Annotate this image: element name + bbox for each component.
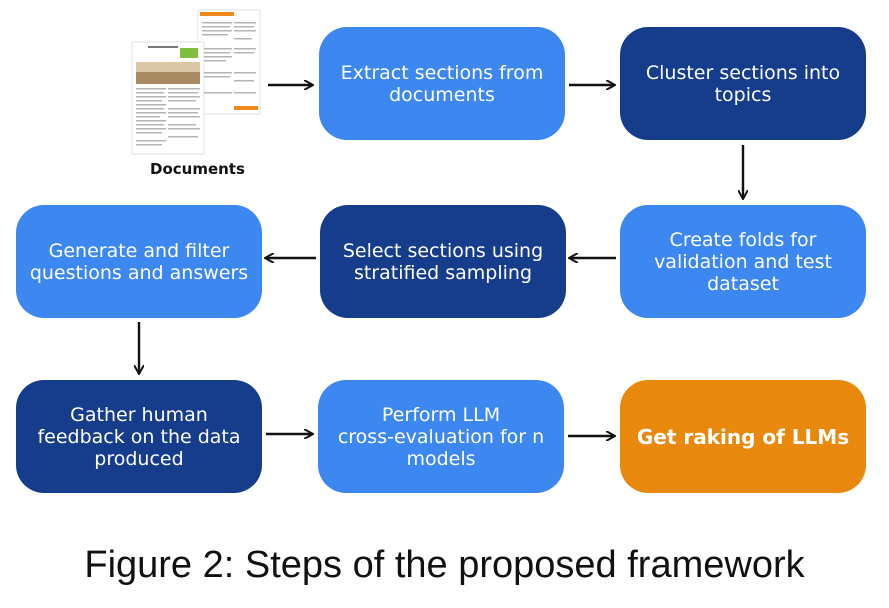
step-label: Extract sections from documents bbox=[340, 61, 544, 106]
step-gather-feedback: Gather human feedback on the data produc… bbox=[16, 380, 262, 493]
step-label: Cluster sections into topics bbox=[645, 61, 841, 106]
step-cluster-sections: Cluster sections into topics bbox=[620, 27, 866, 140]
step-cross-evaluation: Perform LLM cross-evaluation for n model… bbox=[318, 380, 564, 493]
step-get-ranking: Get raking of LLMs bbox=[620, 380, 866, 493]
step-label: Get raking of LLMs bbox=[636, 424, 850, 449]
figure-caption: Figure 2: Steps of the proposed framewor… bbox=[84, 544, 805, 586]
step-select-sections: Select sections using stratified samplin… bbox=[320, 205, 566, 318]
step-create-folds: Create folds for validation and test dat… bbox=[620, 205, 866, 318]
step-label: Create folds for validation and test dat… bbox=[654, 228, 832, 295]
step-label: Perform LLM cross-evaluation for n model… bbox=[337, 403, 545, 470]
documents-label: Documents bbox=[150, 160, 245, 178]
step-label: Generate and filter questions and answer… bbox=[29, 239, 249, 284]
documents-thumbnail-image bbox=[131, 9, 261, 155]
step-label: Gather human feedback on the data produc… bbox=[37, 403, 241, 470]
step-label: Select sections using stratified samplin… bbox=[342, 239, 544, 284]
step-extract-sections: Extract sections from documents bbox=[319, 27, 565, 140]
step-generate-questions: Generate and filter questions and answer… bbox=[16, 205, 262, 318]
